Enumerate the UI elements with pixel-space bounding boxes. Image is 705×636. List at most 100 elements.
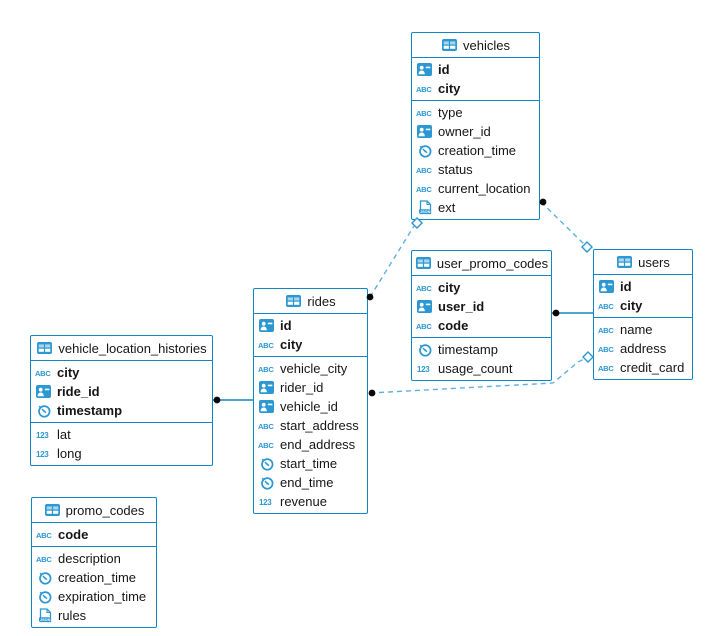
table-title: rides xyxy=(307,293,336,309)
column-row[interactable]: end_time xyxy=(254,473,367,492)
svg-text:ABC: ABC xyxy=(416,166,432,175)
svg-text:123: 123 xyxy=(36,431,49,440)
column-row[interactable]: ABC description xyxy=(32,549,156,568)
column-row[interactable]: rider_id xyxy=(254,378,367,397)
column-row[interactable]: timestamp xyxy=(412,340,551,359)
table-icon xyxy=(36,342,53,354)
num-icon: 123 xyxy=(258,497,275,507)
svg-text:ABC: ABC xyxy=(416,322,432,331)
column-row[interactable]: creation_time xyxy=(32,568,156,587)
table-header[interactable]: vehicles xyxy=(412,33,539,58)
abc-icon: ABC xyxy=(416,283,433,293)
column-label: description xyxy=(58,551,121,566)
column-label: start_time xyxy=(280,456,338,471)
column-label: id xyxy=(620,279,632,294)
column-label: name xyxy=(620,322,653,337)
column-row[interactable]: timestamp xyxy=(31,401,212,420)
svg-text:JSON: JSON xyxy=(40,618,51,622)
column-row[interactable]: ride_id xyxy=(31,382,212,401)
abc-icon: ABC xyxy=(36,554,53,564)
column-row[interactable]: id xyxy=(594,277,692,296)
column-label: address xyxy=(620,341,667,356)
num-icon: 123 xyxy=(35,430,52,440)
svg-text:ABC: ABC xyxy=(36,531,52,540)
table-header[interactable]: users xyxy=(594,250,692,275)
abc-icon: ABC xyxy=(258,440,275,450)
column-row[interactable]: start_time xyxy=(254,454,367,473)
table-header[interactable]: rides xyxy=(254,289,367,314)
column-row[interactable]: id xyxy=(254,316,367,335)
table-title: user_promo_codes xyxy=(436,255,549,271)
relation-endpoint-dot xyxy=(539,198,547,206)
table-header[interactable]: vehicle_location_histories xyxy=(31,336,212,361)
svg-text:ABC: ABC xyxy=(258,441,274,450)
relation-diamond xyxy=(581,241,593,253)
column-row[interactable]: ABC end_address xyxy=(254,435,367,454)
column-row[interactable]: user_id xyxy=(412,297,551,316)
table-header[interactable]: user_promo_codes xyxy=(412,251,551,276)
clock-icon xyxy=(36,590,53,604)
column-label: lat xyxy=(57,427,71,442)
column-section-fields: ABC description creation_time expiration_ti… xyxy=(32,546,156,627)
num-icon: 123 xyxy=(416,364,433,374)
svg-text:ABC: ABC xyxy=(416,284,432,293)
table-icon xyxy=(616,256,633,268)
column-row[interactable]: id xyxy=(412,60,539,79)
abc-icon: ABC xyxy=(598,301,615,311)
svg-text:ABC: ABC xyxy=(598,302,614,311)
column-label: end_time xyxy=(280,475,334,490)
column-label: credit_card xyxy=(620,360,685,375)
column-row[interactable]: owner_id xyxy=(412,122,539,141)
column-row[interactable]: 123 lat xyxy=(31,425,212,444)
column-row[interactable]: expiration_time xyxy=(32,587,156,606)
column-label: creation_time xyxy=(58,570,137,585)
column-label: end_address xyxy=(280,437,356,452)
table-icon xyxy=(285,295,302,307)
column-row[interactable]: creation_time xyxy=(412,141,539,160)
relation-line-vehicles-users xyxy=(540,201,586,246)
column-label: expiration_time xyxy=(58,589,147,604)
num-icon: 123 xyxy=(35,449,52,459)
id-card-icon xyxy=(416,63,433,76)
id-card-icon xyxy=(416,125,433,138)
id-card-icon xyxy=(35,385,52,398)
column-row[interactable]: vehicle_id xyxy=(254,397,367,416)
clock-icon xyxy=(36,571,53,585)
table-header[interactable]: promo_codes xyxy=(32,498,156,523)
svg-text:JSON: JSON xyxy=(420,210,431,214)
